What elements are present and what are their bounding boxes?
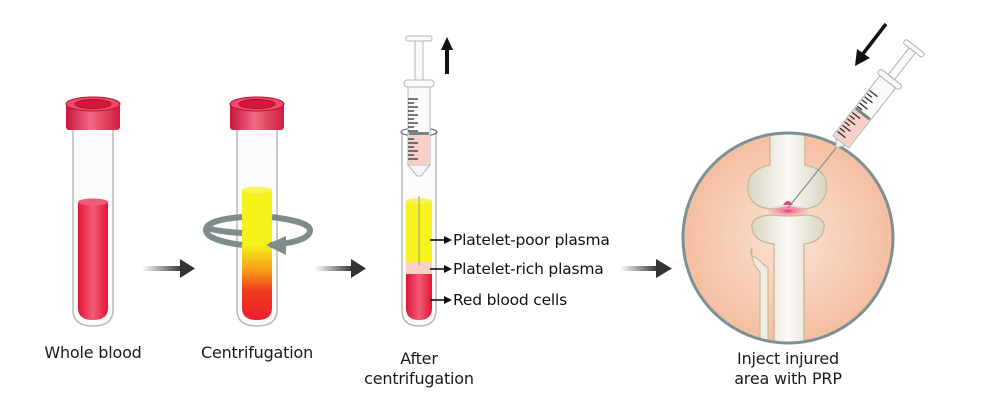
blood-fill [78,202,108,320]
step-arrow-icon [142,259,195,278]
zoom-circle-border [681,131,895,345]
label-platelet-poor-plasma: Platelet-poor plasma [453,231,610,249]
centrifugation-tube [202,96,314,327]
red-blood-cells-layer [406,274,432,320]
tube-cap [65,96,121,130]
fibula-bone [750,247,769,343]
whole-blood-tube [65,96,121,327]
caption-after-line1: After [400,349,438,368]
tibia-bone [751,214,825,343]
rotation-arrow-icon [202,214,314,255]
plasma-surface [242,186,272,194]
up-arrow-icon [441,37,453,74]
syringe-inject [787,39,925,209]
step-arrow-icon [315,259,366,278]
injection-site [768,205,808,217]
label-red-blood-cells: Red blood cells [453,291,567,309]
caption-whole-blood: Whole blood [44,343,142,362]
separating-fill [242,190,272,320]
caption-inject-line2: area with PRP [734,369,842,388]
syringe-scale [408,98,418,160]
down-left-arrow-icon [855,22,888,66]
layer-pointer-arrows [430,236,452,304]
caption-centrifugation: Centrifugation [200,343,314,362]
caption-after-line2: centrifugation [364,369,474,388]
caption-inject-line1: Inject injured [737,349,839,368]
tube-cap [229,96,285,130]
label-platelet-rich-plasma: Platelet-rich plasma [453,260,604,278]
syringe-withdraw [403,35,435,265]
knee-joint-illustration [681,131,895,345]
platelet-rich-plasma-layer [406,262,432,274]
blood-surface [78,198,108,206]
step-arrow-icon [620,259,672,278]
